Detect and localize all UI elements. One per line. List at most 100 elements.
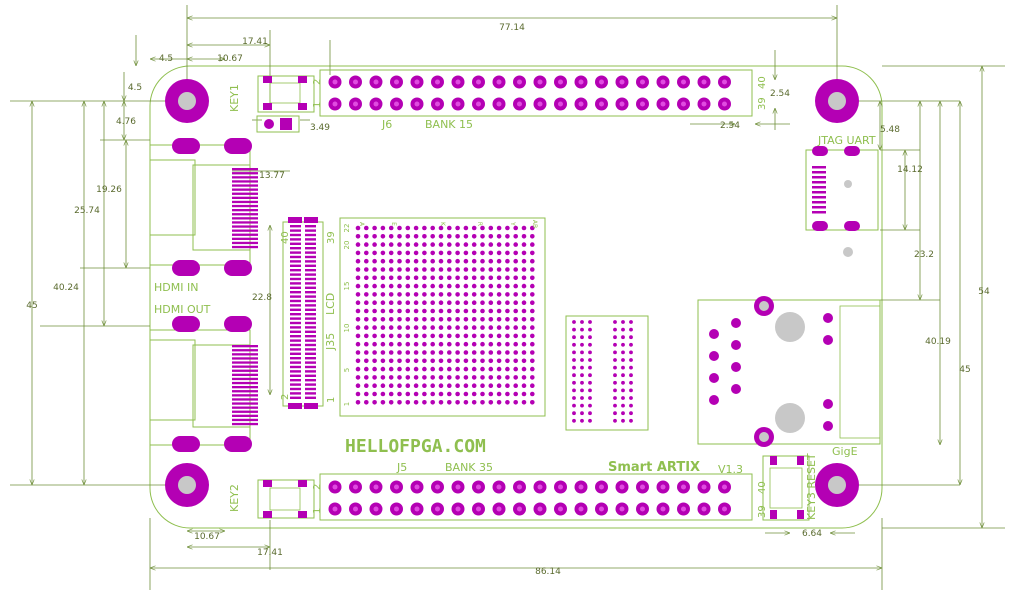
bga-ball — [372, 242, 377, 247]
bga-ball — [422, 225, 427, 231]
bga-col-label: Y — [509, 221, 516, 226]
bga-ball — [480, 391, 485, 397]
header-pin-hole — [681, 101, 686, 107]
ddr-ball — [572, 411, 576, 416]
ddr-ball — [572, 373, 576, 378]
hdmi-pin — [232, 192, 258, 195]
dim-left-height: 45 — [26, 301, 37, 311]
bga-ball — [455, 250, 460, 256]
ddr-balls — [572, 320, 633, 423]
ddr-ball — [580, 365, 584, 370]
bga-ball — [496, 275, 502, 281]
bga-ball — [521, 275, 527, 281]
hdmi-pin — [232, 386, 258, 389]
bga-ball — [488, 375, 494, 380]
bga-ball — [521, 350, 527, 355]
bga-col-label: AB — [531, 220, 538, 228]
label-j35: J35 — [324, 333, 337, 351]
header-pin-hole — [435, 484, 440, 490]
bga-ball — [505, 350, 510, 355]
bga-ball — [463, 292, 469, 297]
dim-left-hdmi-in-top: 19.26 — [96, 185, 122, 195]
lcd-pin — [290, 361, 301, 364]
bga-ball — [355, 341, 361, 347]
bga-ball — [471, 317, 477, 322]
bga-ball — [480, 308, 485, 314]
key3-switch — [762, 455, 810, 521]
bga-ball — [364, 366, 369, 372]
bga-ball — [380, 275, 386, 281]
hdmi-pin — [232, 390, 258, 393]
lcd-pin — [305, 383, 316, 386]
bga-ball — [496, 358, 502, 364]
bga-ball — [372, 375, 377, 380]
lcd-pin — [305, 229, 316, 232]
bga-ball — [364, 234, 369, 239]
bga-ball — [530, 250, 535, 256]
dim-left-corner-y: 4.5 — [128, 83, 142, 93]
header-pin-hole — [476, 506, 481, 512]
bga-ball — [455, 325, 460, 330]
ddr-ball — [629, 396, 633, 400]
bga-ball — [388, 258, 394, 264]
lcd-pin — [290, 335, 301, 338]
hdmi-pin — [232, 357, 258, 360]
bga-ball — [372, 400, 377, 405]
bga-ball — [521, 234, 527, 239]
bga-ball — [505, 234, 510, 239]
rj45-pin — [731, 362, 741, 372]
bga-ball — [521, 225, 527, 231]
fpga-bga-balls — [355, 225, 535, 405]
header-pin-hole — [373, 101, 379, 107]
header-pin-hole — [599, 101, 604, 107]
hdmi-mount-pads — [172, 138, 252, 452]
bga-row-label: 20 — [343, 241, 351, 250]
bga-ball — [364, 375, 369, 380]
bga-ball — [372, 391, 377, 397]
bga-ball — [397, 391, 402, 397]
ddr-ball — [613, 335, 617, 340]
bga-ball — [480, 225, 485, 231]
lcd-pin — [290, 242, 301, 245]
bga-ball — [380, 317, 386, 322]
header-pin-hole — [701, 484, 707, 490]
label-gige: GigE — [832, 445, 858, 458]
bga-ball — [413, 292, 419, 297]
bga-ball — [405, 358, 411, 364]
header-pin-hole — [517, 506, 522, 512]
ddr-ball — [580, 380, 584, 385]
bga-ball — [471, 250, 477, 256]
ddr-ball — [588, 380, 592, 385]
header-pin-hole — [435, 101, 440, 107]
lcd-pin — [305, 273, 316, 276]
bga-ball — [380, 250, 386, 256]
bga-ball — [505, 267, 510, 272]
lcd-pin — [290, 282, 301, 285]
bga-ball — [355, 250, 361, 256]
bga-ball — [405, 333, 411, 339]
bga-ball — [405, 283, 411, 289]
bga-ball — [388, 300, 394, 306]
header-pin-hole — [660, 506, 666, 512]
header-pin-hole — [394, 484, 399, 490]
lcd-pin — [305, 247, 316, 250]
bga-ball — [397, 325, 402, 330]
ddr-ball — [629, 358, 633, 362]
rj45-pin — [709, 329, 719, 339]
bga-ball — [447, 333, 452, 339]
bga-ball — [488, 283, 494, 289]
lcd-pin — [305, 264, 316, 267]
bga-ball — [471, 283, 477, 289]
bga-ball — [388, 391, 394, 397]
lcd-pin — [290, 247, 301, 250]
bga-ball — [513, 400, 518, 405]
hdmi-pin — [232, 353, 258, 356]
label-bank35: BANK 35 — [445, 461, 493, 474]
ddr-ball — [588, 342, 592, 347]
header-pin-hole — [435, 506, 440, 512]
bga-ball — [355, 400, 361, 405]
bga-ball — [413, 341, 419, 347]
ddr-ball — [580, 388, 584, 393]
ddr-ball — [580, 411, 584, 416]
